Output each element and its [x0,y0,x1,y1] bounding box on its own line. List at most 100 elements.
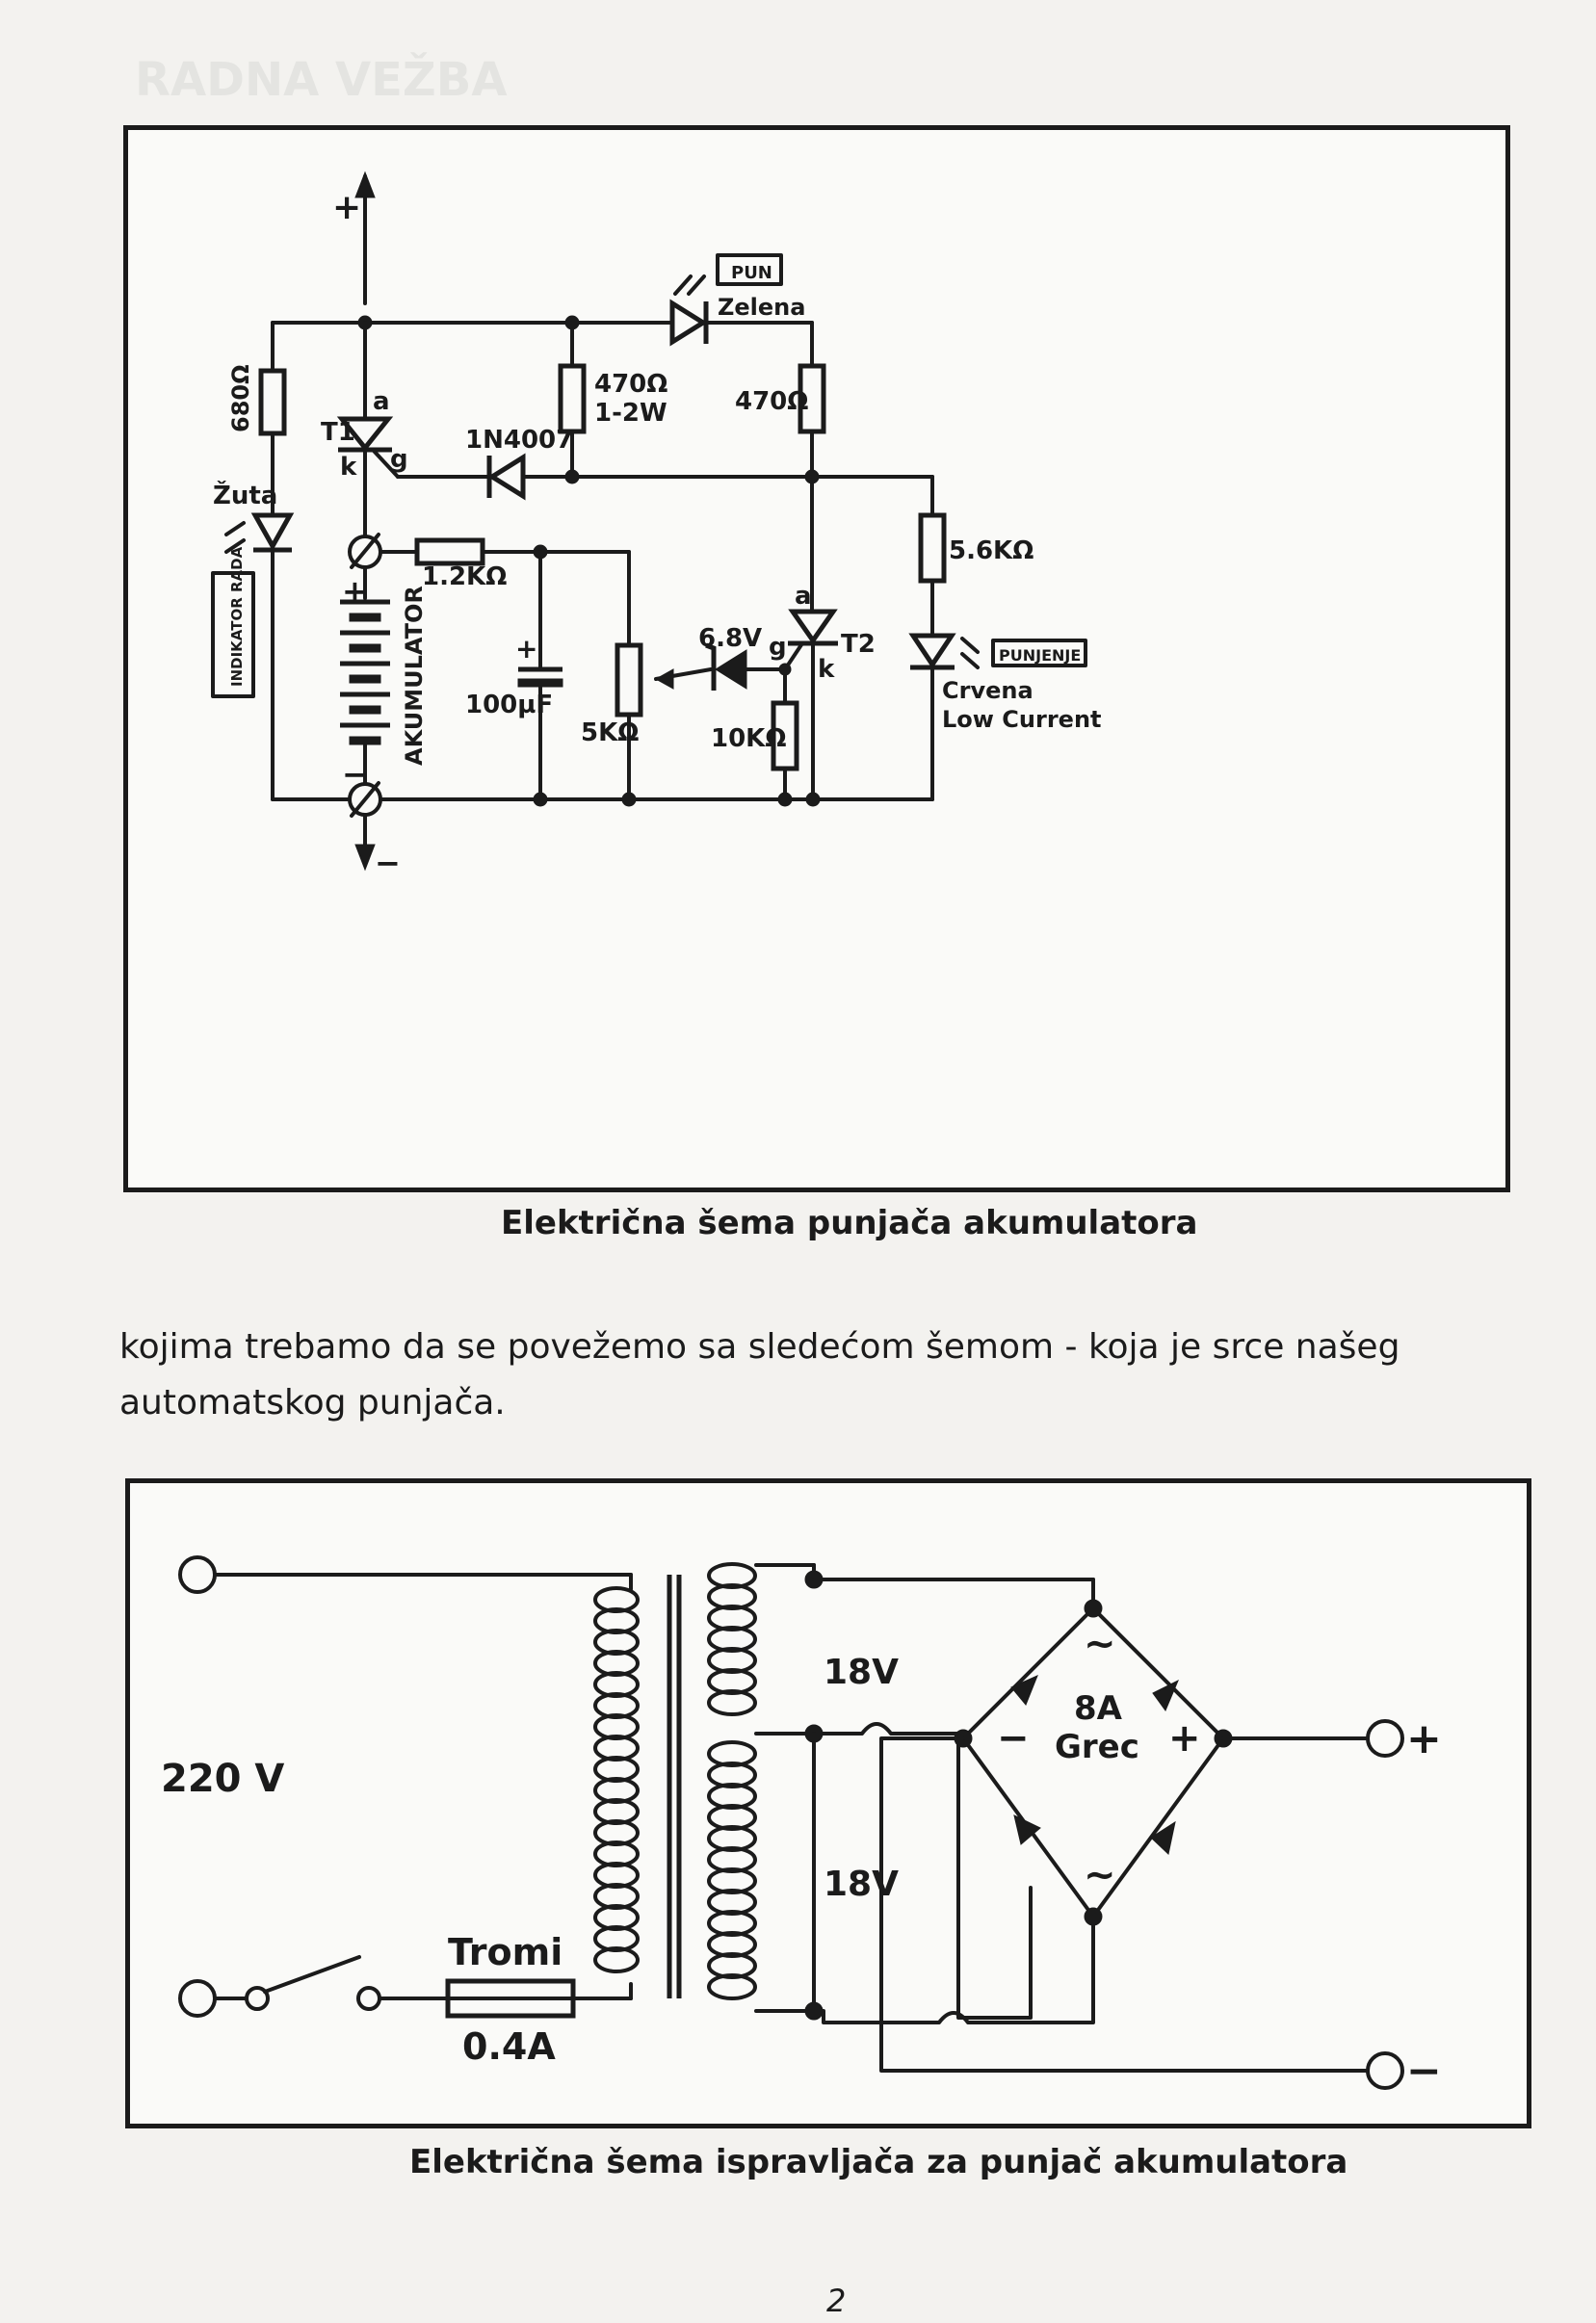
t2-gate-label: g [769,633,787,662]
primary-winding [593,1586,640,1973]
t2-anode-label: a [795,582,812,611]
junction-node [533,792,548,807]
fuse-rating-label: 0.4A [462,2025,556,2068]
schematic1-caption: Električna šema punjača akumulatora [501,1204,1198,1242]
yellow-led-symbol [250,512,295,552]
t1-cathode-label: k [340,453,357,482]
negative-output-label: − [1406,2047,1442,2096]
t1-label: T1 [321,418,355,447]
thyristor-t1-symbol [336,416,394,453]
negative-output-label: − [375,845,401,881]
resistor-680-label: 680Ω [227,365,254,433]
negative-output-terminal [1366,2051,1404,2090]
diode-label: 1N4007 [465,426,573,455]
secondary-winding-2 [707,1740,757,2000]
potentiometer-label: 5KΩ [581,718,639,747]
switch-contact [245,1986,270,2011]
capacitor-plus-label: + [515,633,537,665]
coil-turn [593,1946,640,1973]
junction-node [777,792,793,807]
resistor-5600-symbol [918,512,947,584]
page-number: 2 [826,2283,847,2319]
fuse-type-label: Tromi [448,1931,563,1973]
crvena-label: Crvena [942,677,1033,704]
bridge-plus-label: + [1168,1716,1201,1761]
terminal-slash [350,533,380,569]
ac-top-label: ~ [1084,1622,1116,1666]
pun-label: PUN [731,263,772,283]
secondary-winding-1 [707,1562,757,1716]
positive-input-label: + [332,188,361,227]
led-emission-icon [673,274,706,296]
rectifier-schematic-frame: 220 V Tromi 0.4A 18V 18V ~ ~ − + [125,1478,1531,2128]
bridge-diode-icon [1010,1675,1038,1706]
secondary-2-voltage-label: 18V [824,1865,899,1904]
resistor-10k-label: 10KΩ [711,724,786,753]
negative-arrow-icon [354,844,376,872]
t2-label: T2 [841,630,876,659]
negative-output-wire [879,1736,1370,2073]
battery-cells [340,599,390,745]
punjenje-box [991,639,1087,667]
indikator-rada-box [211,571,255,698]
resistor-470-power-value: 470Ω [594,370,667,399]
zener-diode-symbol [715,649,747,690]
resistor-470-label: 470Ω [735,387,808,416]
pot-wiper-arrow-icon [654,668,674,690]
pun-box [716,253,783,286]
ac-bottom-label: ~ [1084,1853,1116,1897]
bridge-ac-node [1084,1907,1103,1926]
body-paragraph: kojima trebamo da se povežemo sa sledećo… [119,1327,1400,1423]
secondary-1-voltage-label: 18V [824,1653,899,1692]
coil-turn [707,1689,757,1716]
bridge-diode-icon [1013,1814,1041,1845]
wire [754,1722,1033,2020]
mains-terminal-top [178,1555,217,1594]
t1-anode-label: a [373,387,390,416]
zener-diode-bar [705,642,717,691]
resistor-5600-label: 5.6KΩ [949,536,1033,565]
terminal-slash [350,781,380,818]
switch-contact [356,1986,381,2011]
bridge-minus-label: − [997,1716,1030,1761]
faint-header-title: RADNA VEŽBA [135,53,508,107]
led-emission-icon [960,637,980,669]
charger-schematic: + 680Ω Žuta INDIKATOR RADA a T1 k g 1N40… [211,170,1102,881]
junction-node [564,469,580,484]
red-led-symbol [908,633,956,669]
bridge-diode-icon [1152,1679,1179,1712]
junction-node [805,792,821,807]
zelena-label: Zelena [718,294,805,321]
positive-output-label: + [1406,1714,1442,1763]
diode-1n4007-symbol [487,453,526,501]
capacitor-label: 100µF [465,691,553,719]
t1-gate-label: g [390,445,408,474]
positive-arrow-icon [354,170,376,198]
rectifier-schematic: 220 V Tromi 0.4A 18V 18V ~ ~ − + [161,1555,1442,2096]
resistor-470-power-symbol [558,363,587,434]
akumulator-label: AKUMULATOR [401,586,428,766]
t2-cathode-label: k [818,655,835,684]
low-current-label: Low Current [942,706,1102,733]
zener-label: 6.8V [698,624,762,653]
coil-turn [707,1973,757,2000]
thyristor-t1-gate [371,448,400,479]
indikator-rada-label: INDIKATOR RADA [228,546,246,687]
resistor-470-power-rating: 1-2W [594,399,667,428]
switch-lever [263,1955,361,1994]
bridge-name-label: Grec [1055,1728,1139,1766]
punjenje-label: PUNJENJE [999,646,1081,665]
mains-voltage-label: 220 V [161,1757,284,1801]
led-emission-icon [224,521,246,554]
bridge-ac-node [1084,1599,1103,1618]
bridge-diode-icon [1150,1820,1176,1855]
positive-output-terminal [1366,1719,1404,1758]
zuta-label: Žuta [213,480,277,510]
mains-terminal-bottom [178,1979,217,2018]
resistor-1200-label: 1.2KΩ [422,562,507,591]
resistor-1200-symbol [414,537,485,566]
resistor-680-symbol [258,368,287,436]
green-led-symbol [669,299,708,347]
thyristor-t2-symbol [788,609,838,645]
junction-node [778,663,792,676]
